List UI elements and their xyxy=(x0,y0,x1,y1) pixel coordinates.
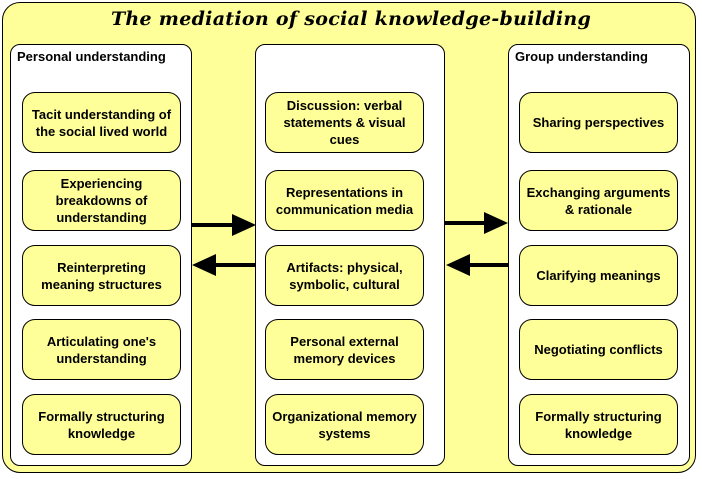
experiencing-breakdowns-box: Experiencing breakdowns of understanding xyxy=(22,170,181,231)
negotiating-conflicts-box: Negotiating conflicts xyxy=(519,319,678,380)
middle-to-right-arrow xyxy=(445,212,508,234)
personal-understanding-panel: Personal understanding Tacit understandi… xyxy=(10,44,192,466)
left-to-middle-arrow xyxy=(192,214,256,236)
personal-memory-box: Personal external memory devices xyxy=(265,319,424,380)
artifacts-box: Artifacts: physical, symbolic, cultural xyxy=(265,245,424,306)
formally-structuring-personal-box: Formally structuring knowledge xyxy=(22,394,181,455)
personal-understanding-label: Personal understanding xyxy=(17,49,166,64)
exchanging-arguments-box: Exchanging arguments & rationale xyxy=(519,170,678,231)
middle-to-left-arrow xyxy=(192,254,255,276)
group-understanding-panel: Group understanding Sharing perspectives… xyxy=(508,44,690,466)
right-to-middle-arrow xyxy=(446,254,508,276)
discussion-box: Discussion: verbal statements & visual c… xyxy=(265,92,424,153)
reinterpreting-meaning-box: Reinterpreting meaning structures xyxy=(22,245,181,306)
articulating-understanding-box: Articulating one's understanding xyxy=(22,319,181,380)
formally-structuring-group-box: Formally structuring knowledge xyxy=(519,394,678,455)
representations-box: Representations in communication media xyxy=(265,170,424,231)
diagram-title: The mediation of social knowledge-buildi… xyxy=(110,8,592,30)
group-understanding-label: Group understanding xyxy=(515,49,648,64)
mediation-panel: Discussion: verbal statements & visual c… xyxy=(255,44,445,466)
tacit-understanding-box: Tacit understanding of the social lived … xyxy=(22,92,181,153)
sharing-perspectives-box: Sharing perspectives xyxy=(519,92,678,153)
organizational-memory-box: Organizational memory systems xyxy=(265,394,424,455)
clarifying-meanings-box: Clarifying meanings xyxy=(519,245,678,306)
